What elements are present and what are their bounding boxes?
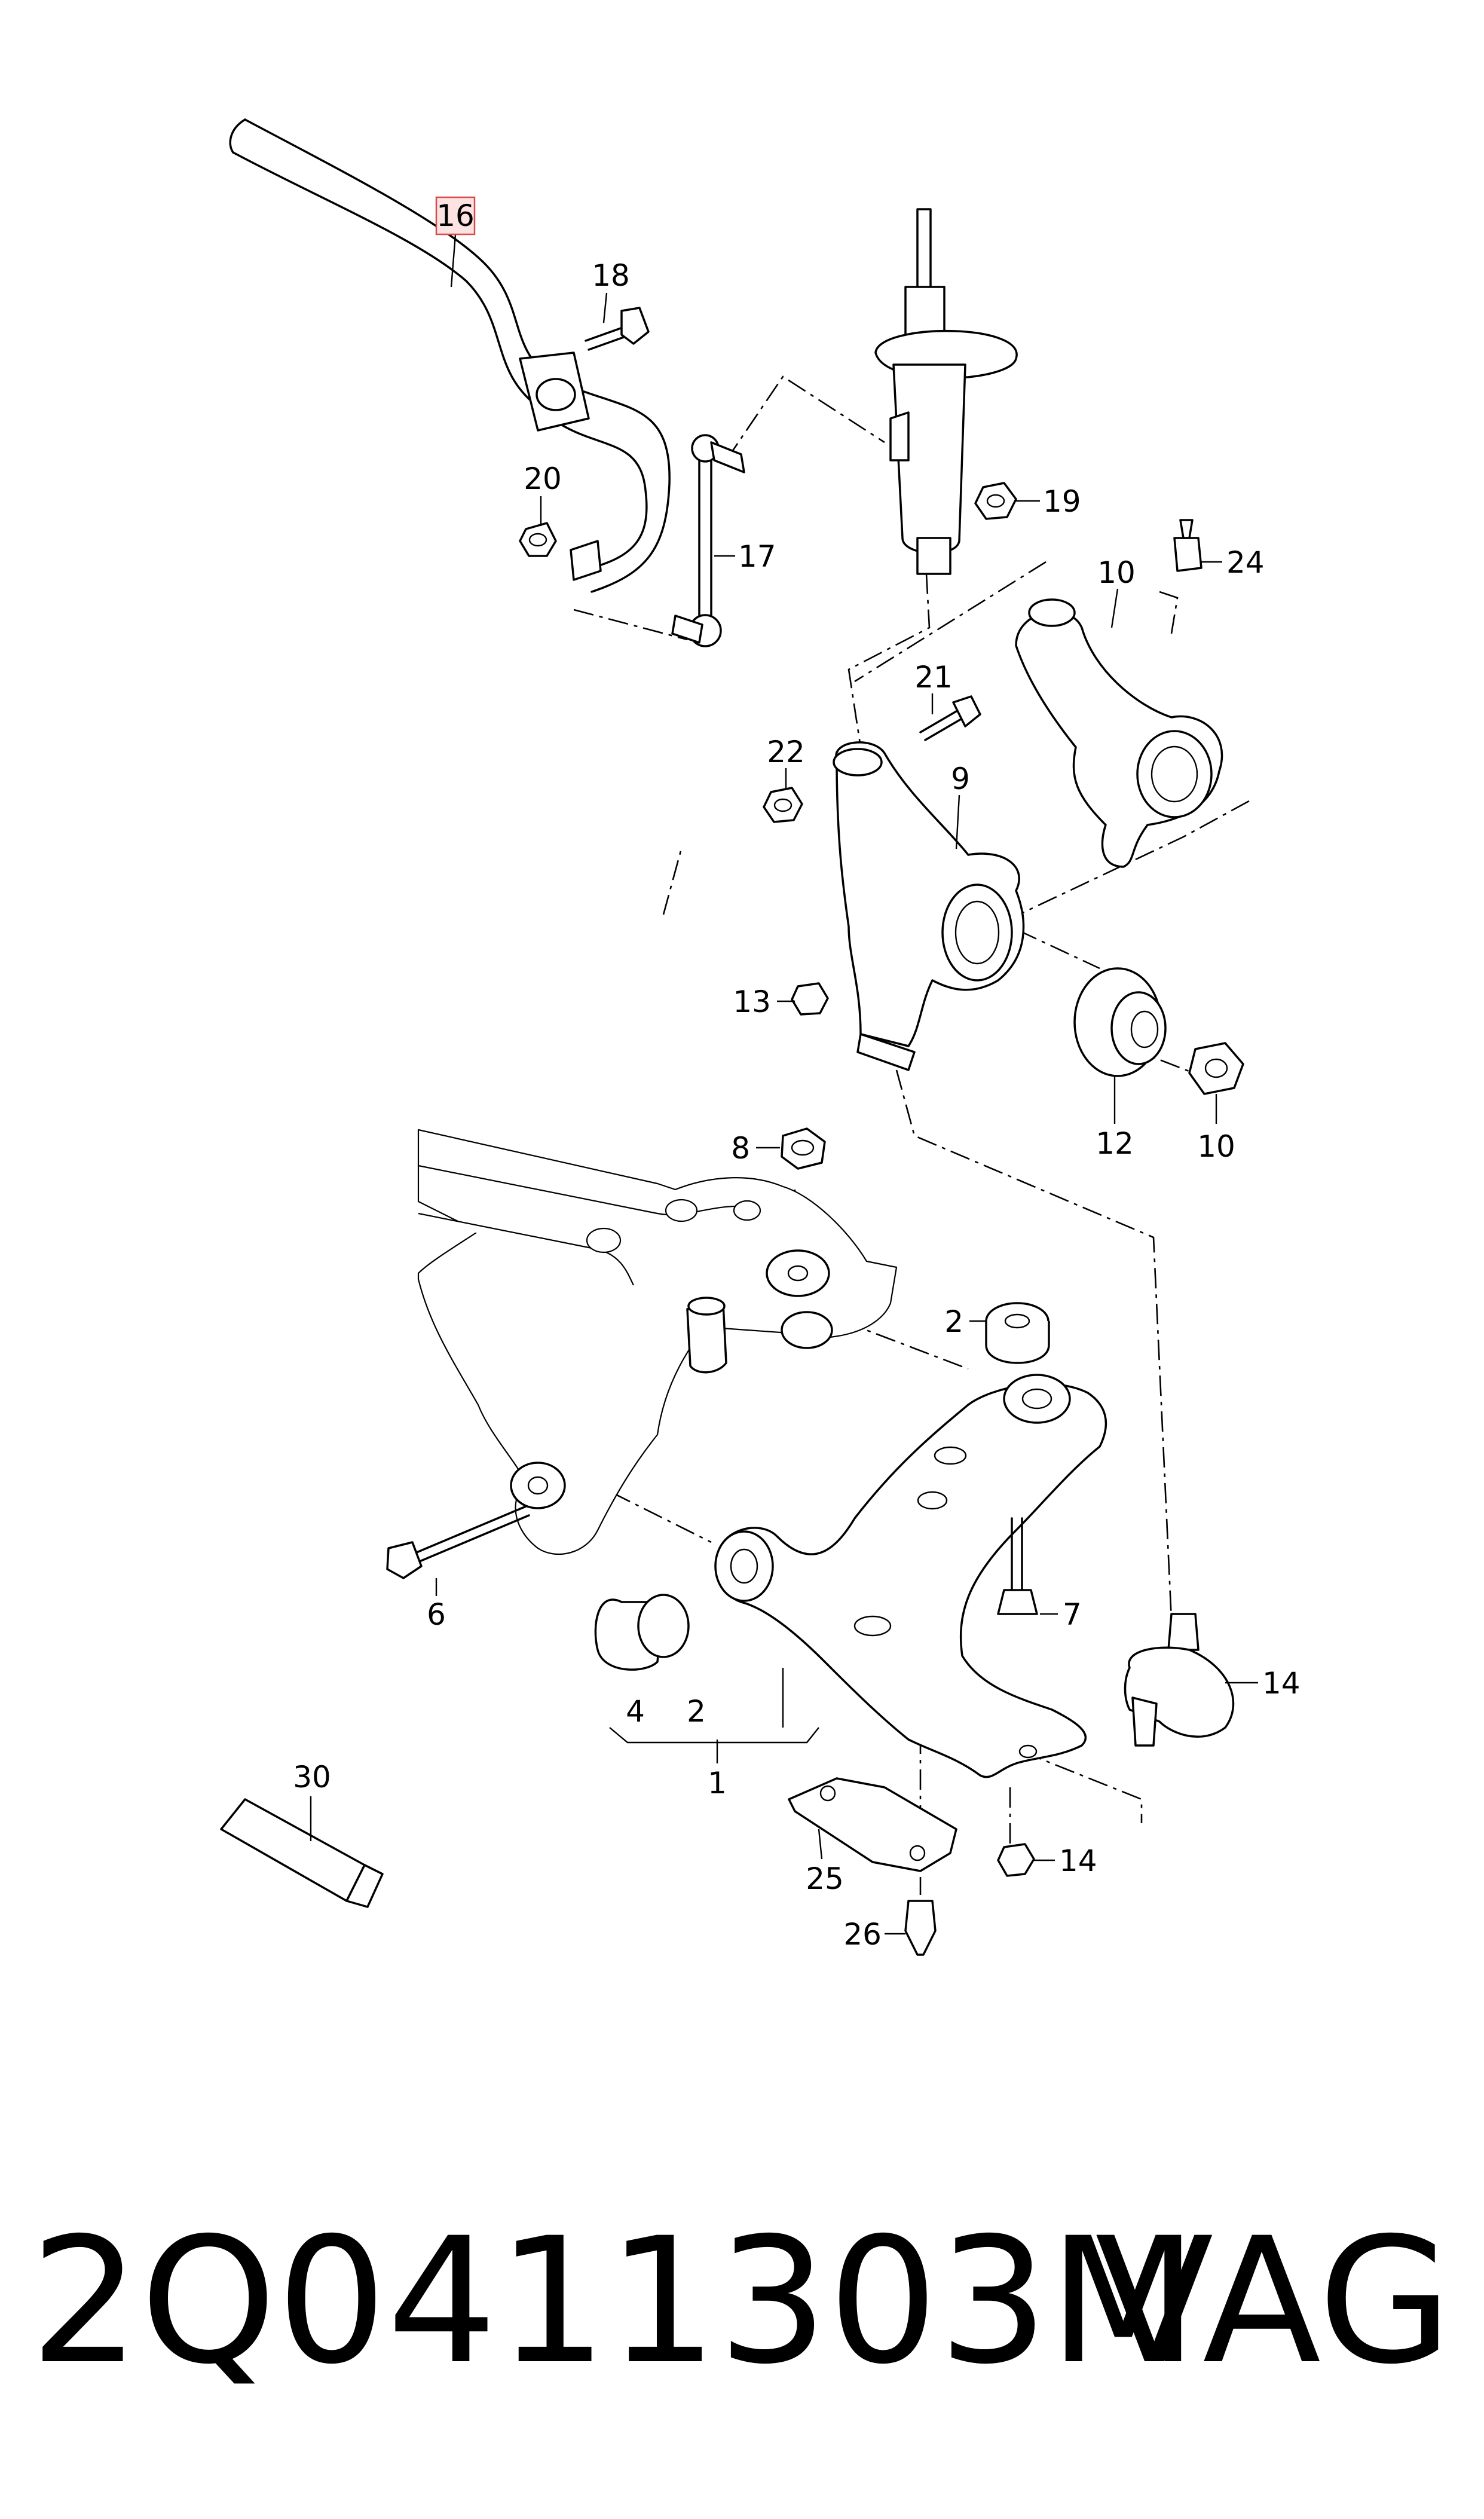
callout-labels: 16 18 20 17 19 24 10 21 22 9 13 12 10 8 … bbox=[293, 196, 1301, 1952]
wheel-bearing-housing-8 bbox=[1015, 598, 1223, 868]
callout-26: 26 bbox=[843, 1917, 882, 1952]
nut-13 bbox=[791, 982, 829, 1016]
callout-7: 9 bbox=[951, 762, 970, 796]
clip-26 bbox=[904, 1900, 937, 1956]
brand-name: VAG bbox=[1095, 2201, 1452, 2402]
callout-20: 20 bbox=[524, 461, 562, 496]
bolt-21 bbox=[919, 695, 981, 741]
wheel-hub-9 bbox=[1073, 967, 1167, 1077]
callout-3: 4 bbox=[626, 1694, 645, 1729]
callout-30: 30 bbox=[293, 1760, 331, 1795]
bushing-2-upper bbox=[985, 1302, 1050, 1364]
callout-16: 16 bbox=[436, 198, 475, 233]
part-number: 2Q0411303M bbox=[30, 2201, 1198, 2402]
coupling-rod-17 bbox=[671, 434, 745, 647]
bolt-5 bbox=[997, 1517, 1038, 1615]
callout-21: 21 bbox=[914, 660, 953, 695]
nut-14 bbox=[997, 1843, 1035, 1877]
callout-12: 14 bbox=[1262, 1666, 1301, 1701]
callout-19: 19 bbox=[1043, 484, 1081, 519]
callout-18: 18 bbox=[592, 258, 630, 293]
callout-22: 22 bbox=[767, 735, 805, 769]
hub-nut-10 bbox=[1188, 1042, 1244, 1095]
ball-joint-12 bbox=[1124, 1613, 1235, 1747]
strut-shock-absorber bbox=[874, 208, 1018, 575]
callout-4: 6 bbox=[427, 1597, 446, 1632]
callout-5: 7 bbox=[1063, 1597, 1082, 1632]
nut-22 bbox=[763, 787, 803, 823]
callout-6: 8 bbox=[731, 1131, 750, 1166]
callout-17: 17 bbox=[738, 539, 776, 574]
cover-plate-25 bbox=[788, 1777, 957, 1872]
callout-24: 24 bbox=[1226, 545, 1265, 580]
nut-6 bbox=[781, 1127, 826, 1170]
callout-1: 1 bbox=[708, 1766, 727, 1800]
nut-19 bbox=[974, 482, 1017, 520]
callout-16-highlight bbox=[435, 196, 476, 236]
callout-2-lower: 2 bbox=[687, 1694, 706, 1729]
grease-tube-30 bbox=[220, 1798, 384, 1908]
nut-20 bbox=[519, 522, 557, 557]
callout-10: 10 bbox=[1197, 1129, 1235, 1164]
callout-8: 10 bbox=[1097, 555, 1136, 590]
leader-lines bbox=[310, 234, 1258, 1935]
callout-2-upper: 2 bbox=[944, 1304, 963, 1339]
bolt-18 bbox=[585, 307, 650, 351]
subframe bbox=[417, 1129, 898, 1555]
stabilizer-bar bbox=[229, 118, 671, 593]
bolt-24 bbox=[1173, 519, 1203, 572]
bushing-3 bbox=[594, 1594, 690, 1671]
wishbone-1 bbox=[714, 1374, 1107, 1778]
callout-9: 12 bbox=[1096, 1126, 1134, 1161]
callout-25: 25 bbox=[806, 1861, 844, 1896]
callout-13: 13 bbox=[733, 985, 771, 1019]
bolt-4 bbox=[386, 1505, 530, 1579]
callout-14: 14 bbox=[1059, 1844, 1097, 1878]
wheel-bearing-housing-7 bbox=[833, 741, 1025, 1071]
